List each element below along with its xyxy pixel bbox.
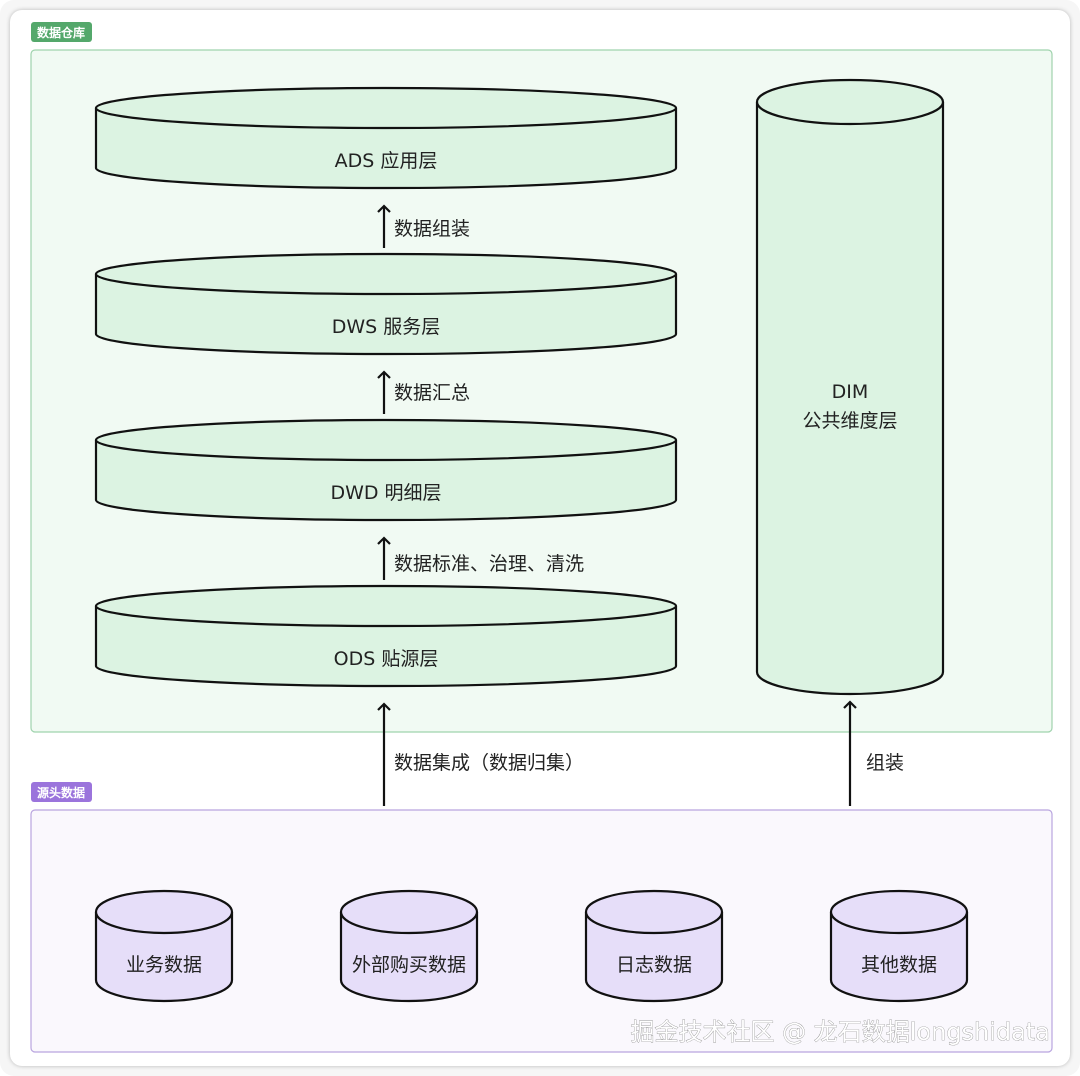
edge-ods-to-dwd-label: 数据标准、治理、清洗 bbox=[394, 553, 584, 575]
dim-body bbox=[755, 102, 945, 696]
layer-ods-label: ODS 贴源层 bbox=[334, 648, 439, 670]
layer-ods-top bbox=[94, 584, 678, 628]
watermark: 掘金技术社区 @ 龙石数据longshidata bbox=[631, 1018, 1051, 1046]
layer-dws-label: DWS 服务层 bbox=[332, 316, 441, 338]
dim-label-line2: 公共维度层 bbox=[802, 410, 897, 432]
dim-label-line1: DIM bbox=[832, 381, 869, 403]
layer-dws-top bbox=[94, 252, 678, 296]
source-other: 其他数据 bbox=[829, 889, 969, 1003]
source-region bbox=[30, 809, 1053, 1053]
source-log-top bbox=[584, 889, 724, 935]
source-business-top bbox=[94, 889, 234, 935]
source-log-label: 日志数据 bbox=[616, 954, 692, 976]
source-external-body bbox=[339, 912, 479, 1003]
layer-dwd-label: DWD 明细层 bbox=[330, 482, 441, 504]
layer-ads: ADS 应用层 bbox=[94, 86, 678, 190]
layer-dwd-body bbox=[94, 440, 678, 522]
layer-ads-label: ADS 应用层 bbox=[335, 150, 438, 172]
layer-ods-body bbox=[94, 606, 678, 688]
edge-dws-to-ads: 数据组装 bbox=[377, 204, 470, 248]
source-group: 源头数据 bbox=[30, 782, 1053, 1053]
source-log-body bbox=[584, 912, 724, 1003]
source-other-label: 其他数据 bbox=[861, 954, 937, 976]
edge-dwd-to-dws: 数据汇总 bbox=[377, 370, 470, 414]
edge-dws-to-ads-label: 数据组装 bbox=[394, 218, 470, 240]
layer-dwd-top bbox=[94, 418, 678, 462]
source-external: 外部购买数据 bbox=[339, 889, 479, 1003]
edge-dwd-to-dws-label: 数据汇总 bbox=[394, 382, 470, 404]
source-business-label: 业务数据 bbox=[126, 954, 202, 976]
source-tag-label: 源头数据 bbox=[37, 785, 85, 800]
layer-dwd: DWD 明细层 bbox=[94, 418, 678, 522]
source-log: 日志数据 bbox=[584, 889, 724, 1003]
source-tag bbox=[31, 782, 92, 802]
dim-top bbox=[755, 78, 945, 126]
layer-ods: ODS 贴源层 bbox=[94, 584, 678, 688]
source-external-label: 外部购买数据 bbox=[352, 954, 466, 976]
edge-ods-to-dwd: 数据标准、治理、清洗 bbox=[377, 536, 584, 580]
source-external-top bbox=[339, 889, 479, 935]
edge-source-to-dim: 组装 bbox=[843, 700, 904, 806]
warehouse-tag-label: 数据仓库 bbox=[37, 25, 85, 40]
warehouse-tag bbox=[31, 22, 92, 42]
layer-ads-top bbox=[94, 86, 678, 130]
source-other-body bbox=[829, 912, 969, 1003]
layer-dws-body bbox=[94, 274, 678, 356]
source-other-top bbox=[829, 889, 969, 935]
source-business: 业务数据 bbox=[94, 889, 234, 1003]
layer-dws: DWS 服务层 bbox=[94, 252, 678, 356]
edge-source-to-dim-label: 组装 bbox=[866, 752, 904, 774]
edge-source-to-ods: 数据集成（数据归集） bbox=[377, 702, 584, 806]
source-business-body bbox=[94, 912, 234, 1003]
layer-ads-body bbox=[94, 108, 678, 190]
edge-source-to-ods-label: 数据集成（数据归集） bbox=[394, 752, 584, 774]
dim-cylinder: DIM 公共维度层 bbox=[755, 78, 945, 696]
